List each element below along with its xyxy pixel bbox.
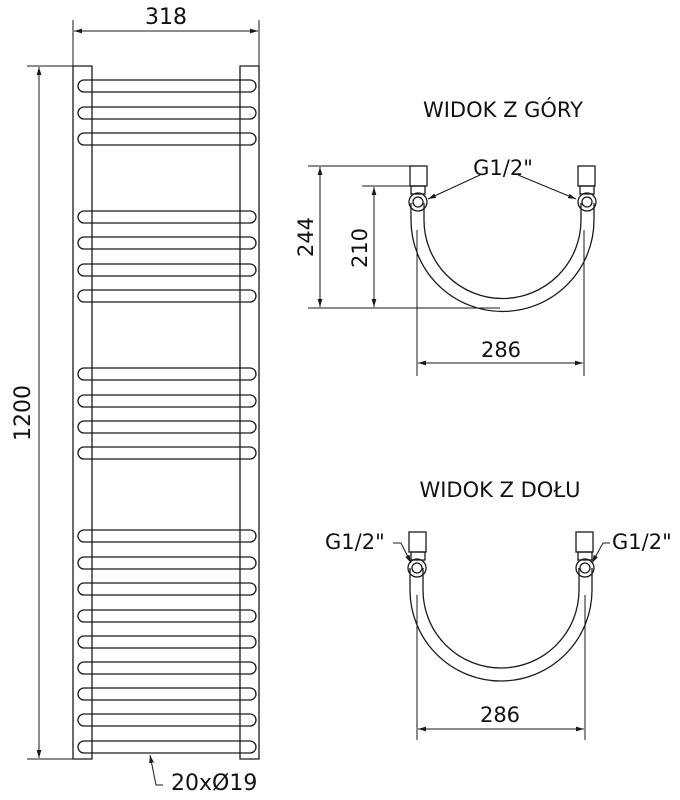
front-view: 318 1200 xyxy=(11,5,260,796)
radiator-bars xyxy=(77,79,257,754)
top-view-title: WIDOK Z GÓRY xyxy=(423,97,583,122)
bars-label: 20xØ19 xyxy=(171,771,257,796)
depth-inner-label: 210 xyxy=(348,228,372,268)
top-connection-label: G1/2" xyxy=(473,156,533,180)
bottom-spacing-label: 286 xyxy=(480,703,520,727)
radiator-rails xyxy=(72,65,260,760)
bars-callout: 20xØ19 xyxy=(149,754,257,796)
height-label: 1200 xyxy=(11,385,36,441)
depth-outer-label: 244 xyxy=(294,217,318,257)
height-dimension: 1200 xyxy=(11,65,92,760)
bottom-view-title: WIDOK Z DOŁU xyxy=(419,478,580,502)
top-view: WIDOK Z GÓRY 244 210 G1/2" 286 xyxy=(294,97,597,376)
width-label: 318 xyxy=(145,5,187,30)
bottom-connection-right-label: G1/2" xyxy=(612,530,672,554)
top-spacing-label: 286 xyxy=(481,338,521,362)
width-dimension: 318 xyxy=(72,5,260,66)
bottom-connection-left-label: G1/2" xyxy=(325,530,385,554)
bottom-view: WIDOK Z DOŁU G1/2" G1/2" 286 xyxy=(325,478,672,740)
